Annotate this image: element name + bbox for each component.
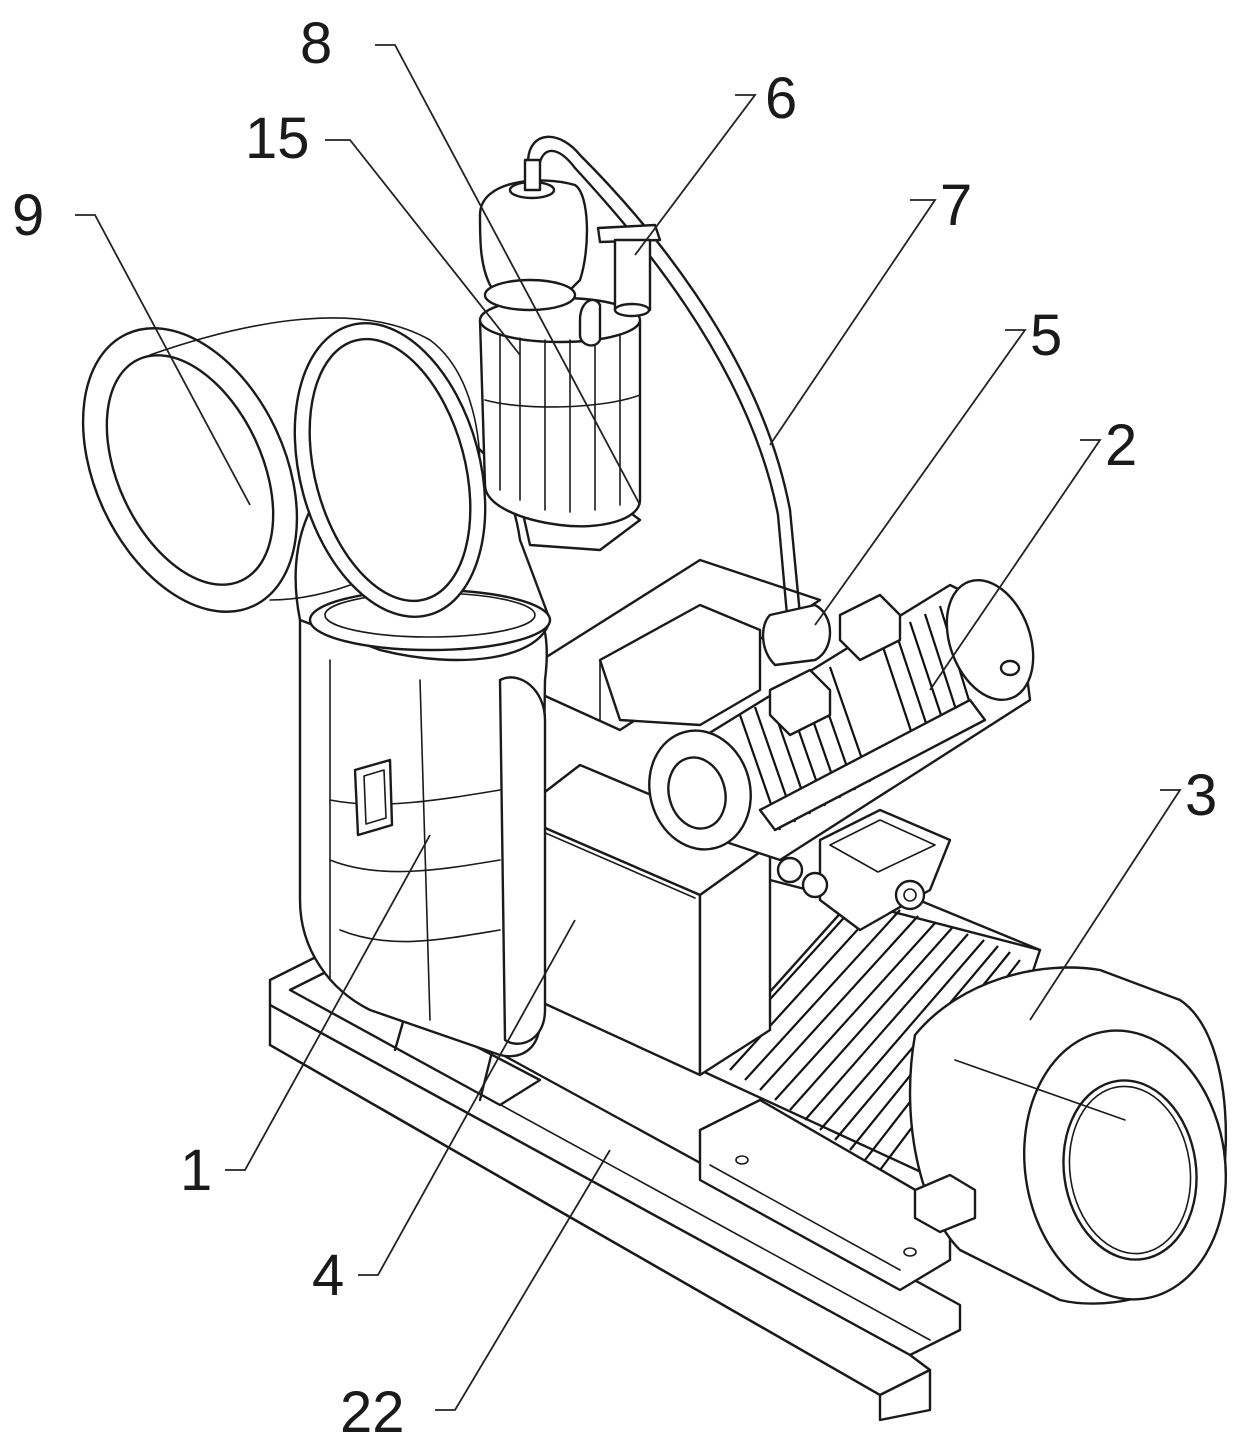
label-2: 2 [1105, 413, 1137, 478]
label-7: 7 [940, 173, 972, 238]
label-4: 4 [312, 1243, 344, 1308]
label-8: 8 [300, 11, 332, 76]
label-9: 9 [12, 183, 44, 248]
label-5: 5 [1030, 303, 1062, 368]
label-15: 15 [245, 106, 310, 171]
label-6: 6 [765, 66, 797, 131]
pump-body [300, 590, 547, 1056]
inlet-elbow [41, 294, 550, 660]
label-3: 3 [1185, 763, 1217, 828]
label-22: 22 [340, 1380, 405, 1445]
label-1: 1 [180, 1138, 212, 1203]
